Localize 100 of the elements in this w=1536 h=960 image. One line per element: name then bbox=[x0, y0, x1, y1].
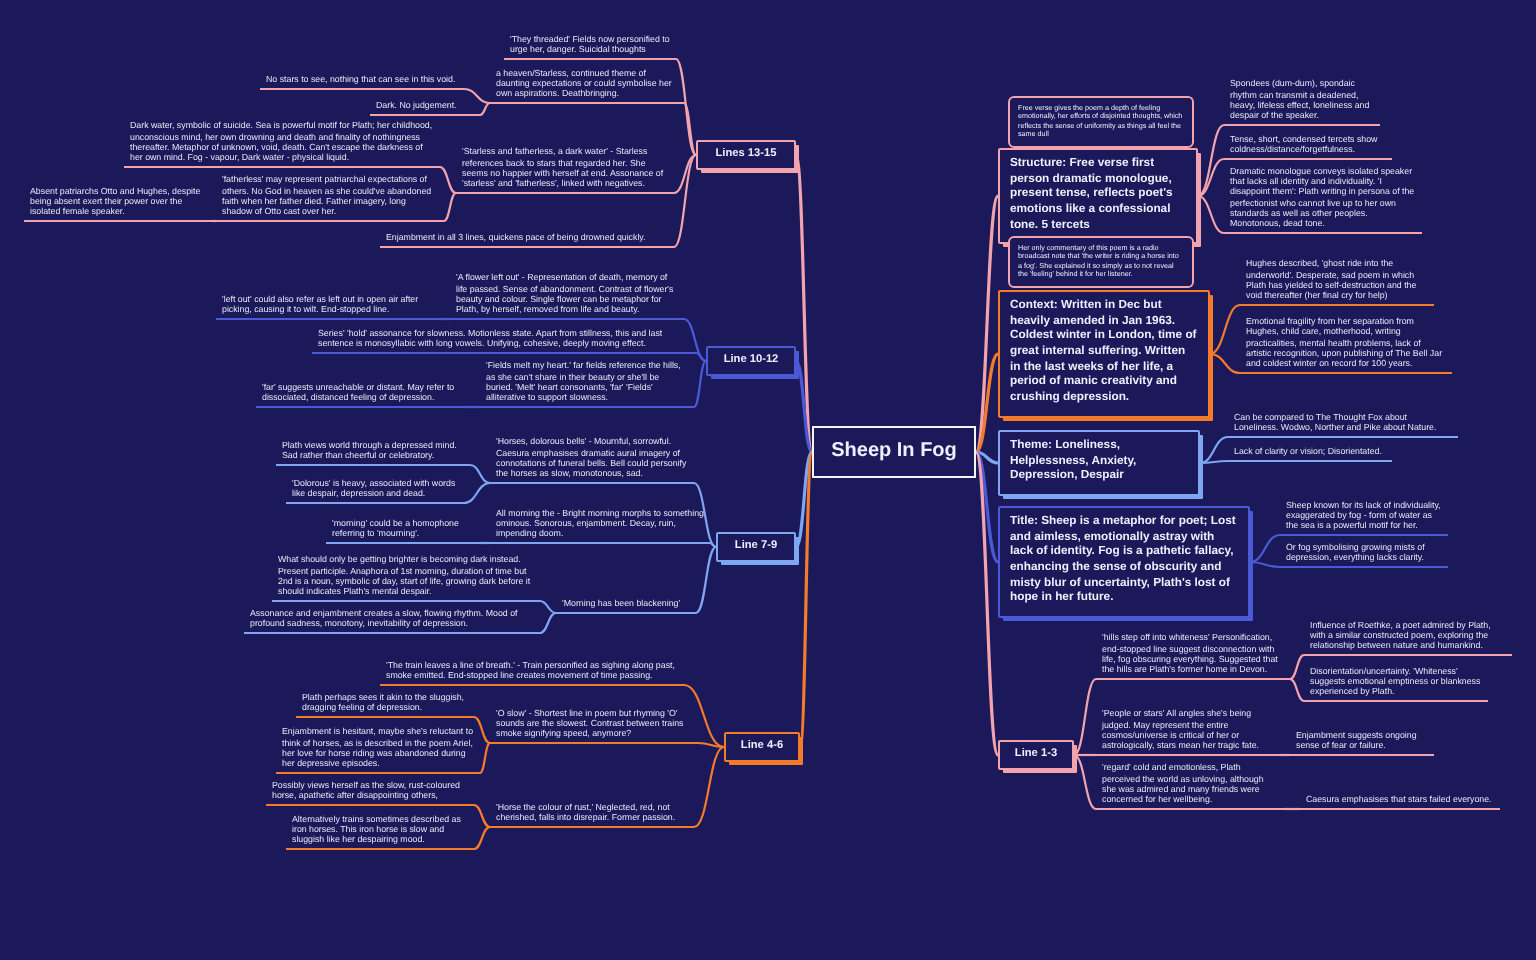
branch-line bbox=[1249, 533, 1281, 564]
branch-line bbox=[693, 482, 717, 548]
branch-note bbox=[480, 360, 694, 408]
branch-line bbox=[695, 546, 717, 614]
branch-line bbox=[697, 741, 725, 749]
branch-line bbox=[1209, 303, 1241, 356]
branch-line bbox=[1199, 435, 1229, 465]
branch-note bbox=[216, 293, 440, 320]
topic-box bbox=[998, 148, 1198, 245]
branch-line bbox=[693, 360, 707, 408]
branch-line bbox=[695, 351, 707, 363]
branch-line bbox=[974, 195, 1000, 453]
branch-note bbox=[1240, 258, 1434, 306]
branch-note bbox=[556, 598, 696, 614]
topic-box bbox=[998, 430, 1200, 497]
branch-line bbox=[539, 611, 557, 635]
branch-note bbox=[490, 507, 710, 544]
branch-line bbox=[974, 450, 1000, 564]
branch-line bbox=[1249, 560, 1281, 569]
branch-note bbox=[1096, 632, 1290, 680]
branch-note bbox=[1228, 446, 1392, 462]
branch-note bbox=[380, 232, 674, 248]
branch-line bbox=[443, 192, 457, 222]
branch-line bbox=[473, 825, 491, 851]
branch-note bbox=[490, 801, 694, 828]
branch-line bbox=[975, 450, 999, 465]
branch-note bbox=[286, 477, 464, 504]
branch-note bbox=[1280, 541, 1448, 568]
branch-note bbox=[370, 100, 480, 116]
branch-note bbox=[1304, 619, 1512, 656]
branch-note bbox=[256, 381, 464, 408]
branch-line bbox=[974, 451, 1000, 756]
branch-note bbox=[380, 659, 684, 686]
branch-line bbox=[1073, 678, 1097, 756]
branch-line bbox=[693, 746, 725, 828]
branch-line bbox=[464, 405, 480, 409]
topic-box bbox=[998, 506, 1250, 619]
branch-line bbox=[1280, 753, 1290, 757]
topic-box bbox=[716, 532, 796, 563]
branch-line bbox=[1197, 157, 1225, 198]
branch-note bbox=[1300, 794, 1500, 810]
branch-note bbox=[276, 439, 470, 466]
branch-note bbox=[1290, 729, 1434, 756]
branch-line bbox=[473, 803, 491, 829]
branch-line bbox=[1073, 754, 1097, 810]
branch-note bbox=[286, 813, 474, 850]
branch-line bbox=[440, 317, 450, 321]
branch-line bbox=[212, 219, 216, 223]
branch-line bbox=[463, 481, 491, 505]
branch-line bbox=[469, 463, 491, 485]
branch-line bbox=[1289, 678, 1305, 702]
branch-line bbox=[539, 599, 557, 615]
branch-note bbox=[1280, 499, 1448, 536]
branch-line bbox=[673, 153, 697, 195]
branch-line bbox=[480, 541, 490, 545]
central-topic bbox=[812, 426, 976, 478]
branch-note bbox=[1096, 708, 1280, 756]
branch-note bbox=[490, 67, 684, 104]
note-box bbox=[1008, 96, 1194, 148]
branch-note bbox=[326, 517, 480, 544]
branch-note bbox=[24, 185, 212, 222]
topic-box bbox=[706, 346, 796, 377]
branch-line bbox=[794, 450, 814, 549]
branch-note bbox=[490, 707, 698, 744]
branch-note bbox=[260, 74, 464, 90]
branch-note bbox=[312, 327, 696, 354]
branch-line bbox=[1197, 124, 1225, 197]
branch-line bbox=[479, 742, 491, 774]
branch-line bbox=[463, 87, 491, 105]
branch-line bbox=[439, 166, 457, 194]
topic-box bbox=[724, 732, 800, 763]
branch-line bbox=[1197, 194, 1225, 235]
branch-note bbox=[266, 779, 474, 806]
branch-note bbox=[244, 607, 540, 634]
branch-line bbox=[1289, 654, 1305, 680]
branch-line bbox=[673, 154, 697, 248]
note-box bbox=[1008, 236, 1194, 288]
branch-line bbox=[1074, 753, 1096, 757]
branch-note bbox=[296, 691, 474, 718]
topic-box bbox=[998, 290, 1210, 418]
branch-line bbox=[1209, 352, 1241, 375]
branch-line bbox=[683, 317, 707, 363]
branch-note bbox=[1228, 411, 1458, 438]
topic-box bbox=[998, 740, 1074, 771]
central-topic-text: Sheep In Fog bbox=[829, 440, 959, 464]
branch-line bbox=[1200, 459, 1228, 465]
branch-note bbox=[1224, 133, 1392, 160]
branch-line bbox=[1284, 807, 1300, 811]
branch-line bbox=[479, 102, 491, 116]
branch-note bbox=[450, 272, 684, 320]
branch-line bbox=[975, 352, 999, 454]
branch-line bbox=[794, 359, 814, 454]
branch-note bbox=[216, 174, 444, 222]
branch-line bbox=[683, 683, 725, 749]
topic-box bbox=[696, 140, 796, 171]
branch-note bbox=[504, 33, 676, 60]
branch-note bbox=[1224, 78, 1380, 126]
branch-line bbox=[683, 102, 697, 156]
branch-note bbox=[1304, 665, 1488, 702]
branch-note bbox=[1096, 762, 1284, 810]
